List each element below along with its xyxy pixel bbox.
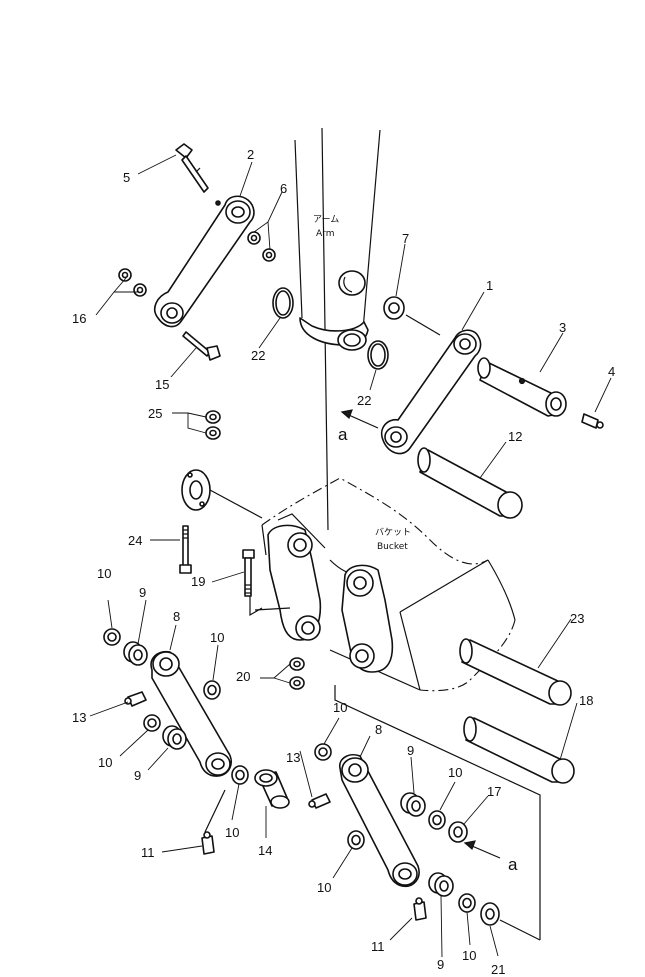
cap-plate bbox=[181, 469, 211, 511]
bucket-boss-right bbox=[341, 564, 394, 673]
callout-19: 19 bbox=[191, 574, 205, 589]
callout-24: 24 bbox=[128, 533, 142, 548]
link-8-right bbox=[339, 753, 420, 888]
callout-6: 6 bbox=[280, 181, 287, 196]
grease-fitting-11b bbox=[413, 897, 427, 921]
bushing-9d bbox=[428, 872, 454, 897]
callout-23: 23 bbox=[570, 611, 584, 626]
pin-3 bbox=[477, 357, 567, 417]
callout-5: 5 bbox=[123, 170, 130, 185]
bolt-15 bbox=[182, 331, 221, 361]
view-arrow-a-lower bbox=[463, 840, 501, 859]
callout-22b: 22 bbox=[357, 393, 371, 408]
callout-11b: 11 bbox=[371, 939, 385, 954]
callout-10f: 10 bbox=[448, 765, 462, 780]
bucket-label-en: Bucket bbox=[377, 542, 408, 552]
callout-12: 12 bbox=[508, 429, 522, 444]
grease-fitting-11a bbox=[201, 831, 215, 855]
callout-20: 20 bbox=[236, 669, 250, 684]
spacer-14 bbox=[254, 769, 290, 809]
arm-label-jp: アーム bbox=[313, 214, 339, 225]
link-2 bbox=[153, 195, 255, 328]
assembly-line-4 bbox=[499, 919, 541, 941]
callout-25: 25 bbox=[148, 406, 162, 421]
link-8-left bbox=[150, 650, 232, 777]
callout-16: 16 bbox=[72, 311, 86, 326]
leader-lines bbox=[89, 154, 612, 958]
callout-3: 3 bbox=[559, 320, 566, 335]
bushing-9b bbox=[162, 725, 187, 750]
callout-8-right: 8 bbox=[375, 722, 382, 737]
bolt-19 bbox=[242, 549, 255, 597]
callout-15: 15 bbox=[155, 377, 169, 392]
callout-1: 1 bbox=[486, 278, 493, 293]
callout-10d: 10 bbox=[225, 825, 239, 840]
pin-18 bbox=[463, 716, 575, 784]
callout-22a: 22 bbox=[251, 348, 265, 363]
callout-4: 4 bbox=[608, 364, 615, 379]
callout-11a: 11 bbox=[141, 845, 155, 860]
callout-10b: 10 bbox=[210, 630, 224, 645]
grease-fitting-13a bbox=[124, 691, 147, 707]
callout-9b: 9 bbox=[134, 768, 141, 783]
bolt-24 bbox=[179, 525, 192, 574]
link-1 bbox=[380, 329, 482, 455]
callout-9d: 9 bbox=[437, 957, 444, 972]
bucket-boss-left bbox=[267, 513, 326, 641]
callout-7: 7 bbox=[402, 231, 409, 246]
callout-13b: 13 bbox=[286, 750, 300, 765]
callout-10g: 10 bbox=[317, 880, 331, 895]
arm-outline bbox=[294, 127, 381, 531]
callout-13a: 13 bbox=[72, 710, 86, 725]
grease-fitting-13b bbox=[308, 793, 331, 809]
bushing-9c bbox=[400, 792, 426, 817]
assembly-line-2 bbox=[254, 607, 291, 611]
assembly-line-1 bbox=[209, 489, 263, 519]
view-marker-upper: a bbox=[338, 425, 348, 444]
callout-2: 2 bbox=[247, 147, 254, 162]
grease-fitting-4 bbox=[581, 413, 604, 429]
arm-label-en: Arm bbox=[316, 229, 334, 239]
bolt-5 bbox=[175, 143, 209, 193]
callout-18: 18 bbox=[579, 693, 593, 708]
callout-14: 14 bbox=[258, 843, 272, 858]
callout-8-left: 8 bbox=[173, 609, 180, 624]
bucket-label-jp: バケット bbox=[375, 527, 411, 538]
pin-23 bbox=[459, 638, 572, 706]
bushing-9a bbox=[123, 641, 148, 666]
view-arrow-a-upper bbox=[340, 409, 379, 429]
assembly-line-3 bbox=[204, 789, 226, 833]
callout-17: 17 bbox=[487, 784, 501, 799]
callout-9c: 9 bbox=[407, 743, 414, 758]
callout-10e: 10 bbox=[333, 700, 347, 715]
callout-10a: 10 bbox=[97, 566, 111, 581]
callout-10c: 10 bbox=[98, 755, 112, 770]
pin-12 bbox=[417, 447, 523, 519]
callout-21: 21 bbox=[491, 962, 505, 977]
callout-10h: 10 bbox=[462, 948, 476, 963]
callout-9a: 9 bbox=[139, 585, 146, 600]
view-marker-lower: a bbox=[508, 855, 518, 874]
